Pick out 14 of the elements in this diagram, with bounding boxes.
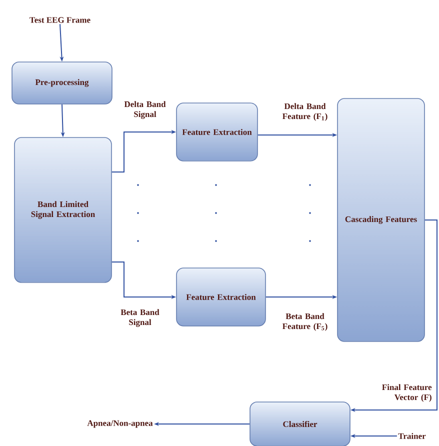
process-box: Band Limited Signal Extraction [14,137,112,283]
text-label: Apnea/Non-apnea [87,420,153,428]
edge-label: Beta Band Signal [120,309,160,327]
edge-label: Delta Band Feature (F$_{1}$) [282,103,328,121]
edge-label: Final Feature Vector (F) [382,384,432,402]
process-box: Feature Extraction [176,102,258,162]
process-box: Cascading Features [337,98,425,342]
process-box: Pre-processing [12,62,112,104]
edge-label: Delta Band Signal [124,101,166,119]
process-box: Feature Extraction [176,268,266,326]
edge-label: Beta Band Feature (F$_{5}$) [282,313,328,331]
process-box: Classifier [250,402,350,446]
text-label: Test EEG Frame [30,17,90,23]
text-label: Trainer [398,433,426,439]
